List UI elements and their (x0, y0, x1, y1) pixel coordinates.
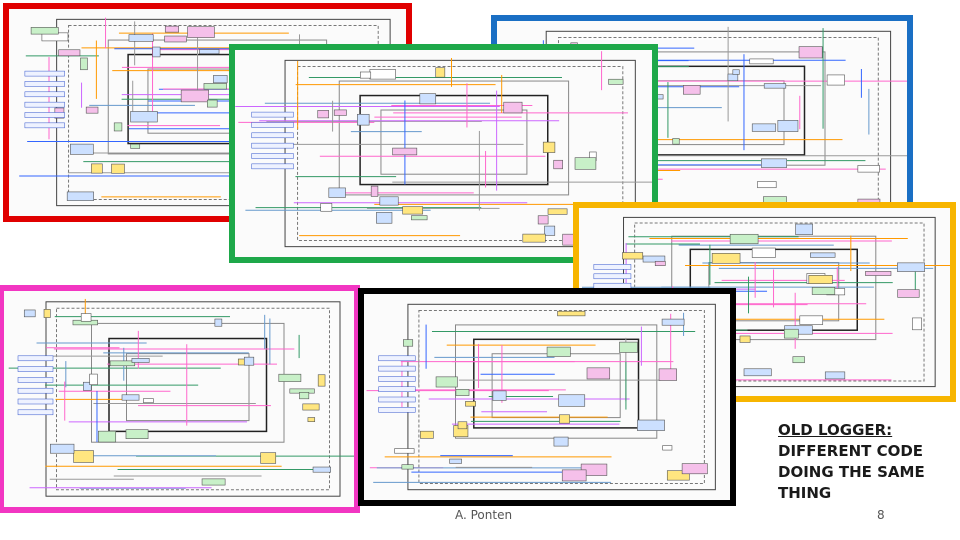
black-framed-code-screenshot (358, 288, 736, 506)
caption-title: OLD LOGGER: (778, 421, 893, 439)
caption-body: DIFFERENT CODE DOING THE SAME THING (778, 442, 925, 502)
code-diagram (8, 298, 354, 497)
slide-caption: OLD LOGGER: DIFFERENT CODE DOING THE SAM… (778, 420, 948, 504)
pink-framed-code-screenshot (0, 285, 360, 513)
slide-author: A. Ponten (455, 508, 513, 522)
code-diagram (366, 303, 716, 491)
slide-number: 8 (877, 508, 885, 522)
code-diagram (235, 51, 652, 248)
